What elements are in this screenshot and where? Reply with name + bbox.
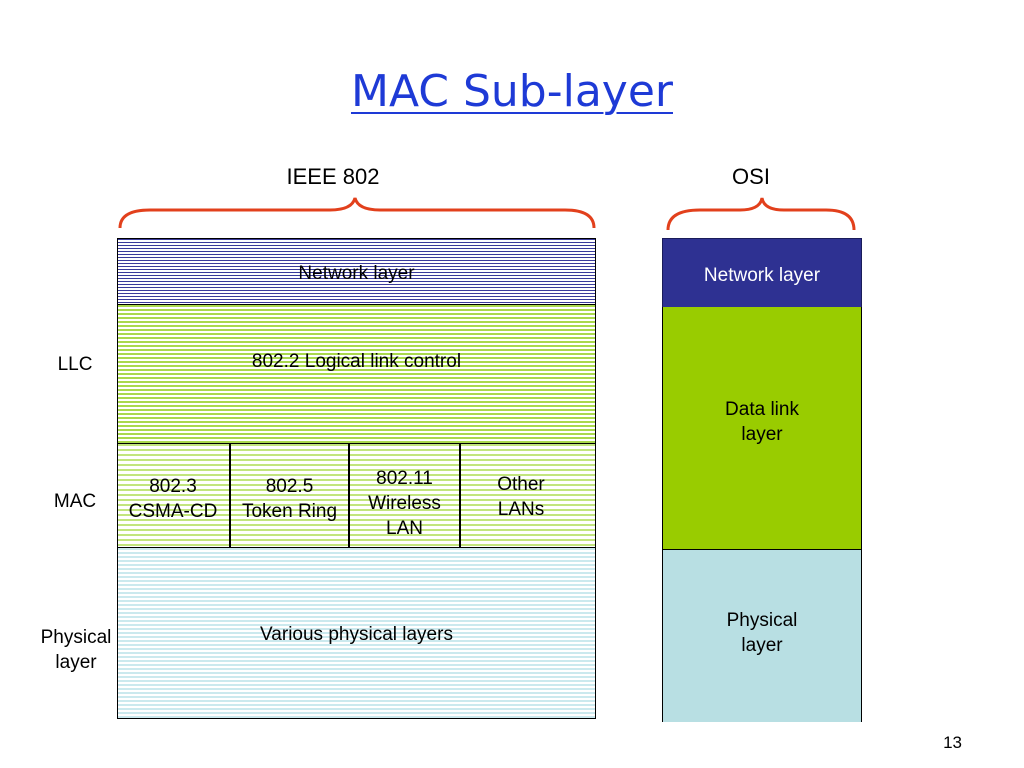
mac-cell-line: LAN [386, 518, 423, 539]
slide-title: MAC Sub-layer [350, 66, 673, 117]
mac-divider [348, 443, 350, 548]
mac-cell-802-11: 802.11 Wireless LAN [350, 466, 459, 541]
osi-physical-line: layer [741, 635, 783, 656]
osi-network-label: Network layer [703, 265, 821, 286]
mac-row-label: MAC [53, 491, 97, 512]
ieee-802-label: IEEE 802 [286, 164, 380, 189]
ieee-llc-label: 802.2 Logical link control [251, 351, 462, 372]
mac-cell-line: Other [497, 474, 545, 495]
mac-divider [229, 443, 231, 548]
osi-datalink-layer: Data link layer [662, 307, 862, 551]
page-number: 13 [943, 733, 962, 752]
osi-physical-label: Physical layer [663, 608, 861, 658]
osi-physical-layer: Physical layer [662, 550, 862, 722]
ieee-brace [118, 197, 596, 229]
mac-divider [459, 443, 461, 548]
osi-brace [666, 197, 856, 231]
mac-cell-line: 802.5 [265, 476, 314, 497]
mac-cell-line: LANs [497, 499, 545, 520]
osi-physical-line: Physical [726, 610, 798, 631]
mac-cell-802-5: 802.5 Token Ring [231, 474, 348, 524]
osi-datalink-line: layer [741, 424, 783, 445]
mac-cell-802-3: 802.3 CSMA-CD [117, 474, 229, 524]
osi-datalink-line: Data link [725, 399, 799, 420]
physical-row-label-line2: layer [55, 652, 97, 673]
osi-network-layer: Network layer [662, 238, 862, 308]
osi-datalink-label: Data link layer [663, 397, 861, 447]
ieee-mac-layer [117, 443, 596, 548]
mac-cell-line: Wireless [368, 493, 441, 514]
osi-label: OSI [732, 164, 770, 189]
ieee-llc-layer: 802.2 Logical link control [117, 305, 596, 444]
mac-cell-line: CSMA-CD [128, 501, 218, 522]
mac-cell-other-lans: Other LANs [461, 472, 581, 522]
physical-row-label-line1: Physical [40, 627, 112, 648]
mac-cell-line: 802.11 [376, 468, 433, 489]
llc-row-label: LLC [57, 354, 93, 375]
ieee-network-layer: Network layer [117, 238, 596, 306]
ieee-physical-layer: Various physical layers [117, 547, 596, 719]
physical-row-label: Physical layer [28, 625, 124, 675]
mac-cell-line: Token Ring [241, 501, 338, 522]
ieee-network-layer-label: Network layer [298, 263, 415, 284]
mac-cell-line: 802.3 [149, 476, 197, 497]
ieee-physical-label: Various physical layers [260, 624, 453, 645]
